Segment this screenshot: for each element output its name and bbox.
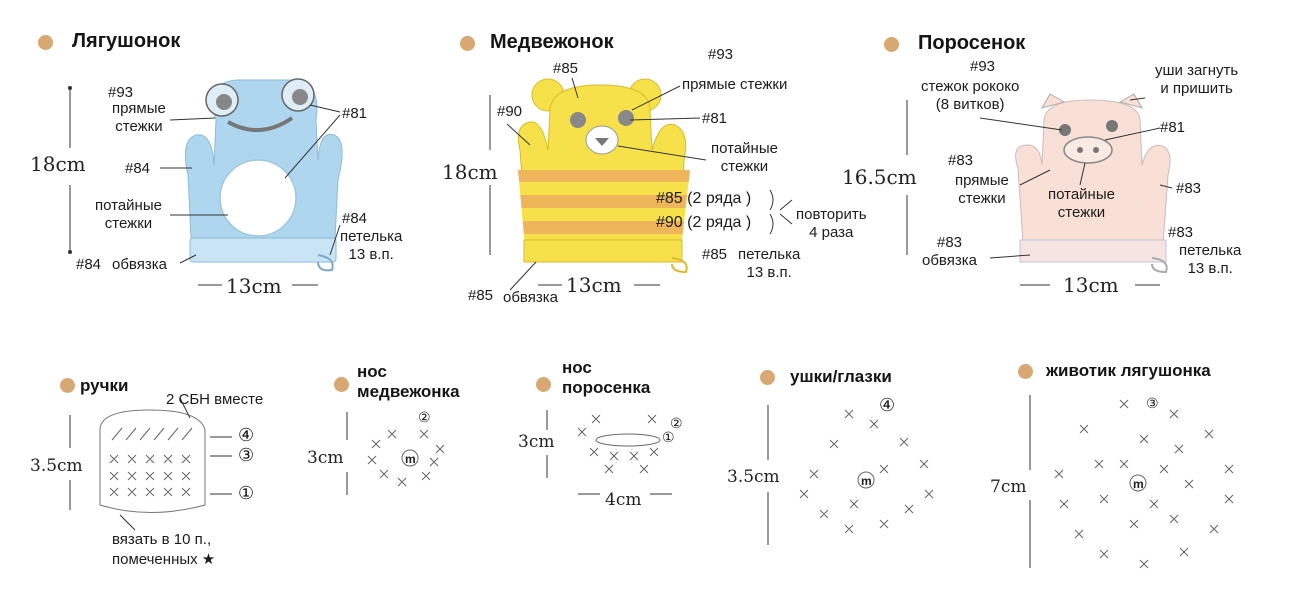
bear-color-85-head: #85 xyxy=(553,60,579,77)
handles-bullet xyxy=(60,378,75,393)
frog-bullet xyxy=(38,35,53,50)
bear-mitt xyxy=(489,77,793,291)
handles-chart xyxy=(69,397,232,531)
pig-color-83-right: #83 xyxy=(1176,180,1202,197)
ears-eyes-chart xyxy=(767,405,934,545)
pig-nose-bullet xyxy=(536,377,551,392)
pig-color-83-left: #83 xyxy=(948,152,974,169)
bear-edging-label: обвязка xyxy=(503,289,558,306)
ears-eyes-height: 3.5cm xyxy=(727,467,780,487)
handles-bottom-note: вязать в 10 п., помеченных ★ xyxy=(112,531,216,568)
pig-nose-chart xyxy=(546,410,672,495)
frog-belly-height: 7cm xyxy=(990,477,1027,497)
bear-nose-height: 3cm xyxy=(307,448,344,468)
frog-eye-stitch-label: прямые стежки xyxy=(112,100,166,135)
handles-row-1: ① xyxy=(238,483,255,503)
handles-title: ручки xyxy=(80,376,129,395)
frog-height: 18cm xyxy=(30,152,86,176)
pig-height: 16.5cm xyxy=(842,165,917,189)
pig-color-81: #81 xyxy=(1160,119,1186,136)
ears-eyes-m: m xyxy=(861,474,872,488)
ears-eyes-bullet xyxy=(760,370,775,385)
pig-width: 13cm xyxy=(1063,273,1119,297)
bear-title: Медвежонок xyxy=(490,31,614,53)
frog-belly-m: m xyxy=(1133,477,1144,491)
pig-color-93: #93 xyxy=(970,58,996,75)
bear-width: 13cm xyxy=(566,273,622,297)
frog-color-93: #93 xyxy=(108,84,134,101)
frog-mitt xyxy=(68,78,343,286)
bear-color-93: #93 xyxy=(708,46,734,63)
pig-edging-label: обвязка xyxy=(922,252,977,269)
frog-title: Лягушонок xyxy=(72,30,181,52)
pig-rococo-label: стежок рококо (8 витков) xyxy=(921,78,1020,113)
pig-nose-width: 4cm xyxy=(605,490,642,510)
handles-note: 2 СБН вместе xyxy=(166,391,264,408)
bear-height: 18cm xyxy=(442,160,498,184)
bear-repeat-label: повторить 4 раза xyxy=(796,206,867,241)
bear-row-2: #90 (2 ряда ) xyxy=(656,214,752,231)
ears-eyes-title: ушки/глазки xyxy=(790,367,892,386)
pig-ears-label: уши загнуть и пришить xyxy=(1155,62,1239,97)
ears-eyes-row-4: ④ xyxy=(879,395,896,415)
frog-hidden-stitch-label: потайные стежки xyxy=(95,197,162,232)
handles-row-4: ④ xyxy=(238,425,255,445)
frog-width: 13cm xyxy=(226,274,282,298)
frog-belly-bullet xyxy=(1018,364,1033,379)
frog-edging-label: обвязка xyxy=(112,256,167,273)
pig-loop-label: петелька 13 в.п. xyxy=(1179,242,1242,277)
frog-belly-title: животик лягушонка xyxy=(1046,361,1211,380)
bear-nose-title: нос медвежонка xyxy=(357,362,460,401)
pig-nose-row-2: ② xyxy=(670,415,683,431)
bear-color-90: #90 xyxy=(497,103,523,120)
pig-nose-height: 3cm xyxy=(518,432,555,452)
handles-row-3: ③ xyxy=(238,445,255,465)
pig-mitt xyxy=(906,93,1173,286)
bear-color-85-loop: #85 xyxy=(702,246,728,263)
bear-bullet xyxy=(460,36,475,51)
frog-belly-row-3: ③ xyxy=(1146,395,1159,411)
handles-height: 3.5cm xyxy=(30,456,83,476)
pig-hidden-label: потайные стежки xyxy=(1048,186,1115,221)
bear-loop-label: петелька 13 в.п. xyxy=(738,246,801,281)
pig-straight-label: прямые стежки xyxy=(955,172,1009,207)
bear-straight-label: прямые стежки xyxy=(682,76,788,93)
frog-color-81: #81 xyxy=(342,105,368,122)
frog-belly-chart xyxy=(1029,395,1234,569)
bear-nose-chart xyxy=(346,412,445,495)
frog-loop-label: петелька 13 в.п. xyxy=(340,228,403,263)
pig-nose-row-1: ① xyxy=(662,429,675,445)
pig-color-83-edge: #83 xyxy=(937,234,963,251)
bear-row-1: #85 (2 ряда ) xyxy=(656,190,752,207)
bear-color-81: #81 xyxy=(702,110,728,127)
bear-color-85-edge: #85 xyxy=(468,287,494,304)
bear-nose-m: m xyxy=(405,452,416,466)
frog-color-84-body: #84 xyxy=(125,160,151,177)
pig-bullet xyxy=(884,37,899,52)
bear-nose-row-2: ② xyxy=(418,409,431,425)
frog-color-84-edge: #84 xyxy=(76,256,102,273)
bear-hidden-label: потайные стежки xyxy=(711,140,778,175)
bear-nose-bullet xyxy=(334,377,349,392)
frog-color-84-loop: #84 xyxy=(342,210,368,227)
pig-color-83-loop: #83 xyxy=(1168,224,1194,241)
pig-title: Поросенок xyxy=(918,32,1026,54)
pig-nose-title: нос поросенка xyxy=(562,358,651,397)
